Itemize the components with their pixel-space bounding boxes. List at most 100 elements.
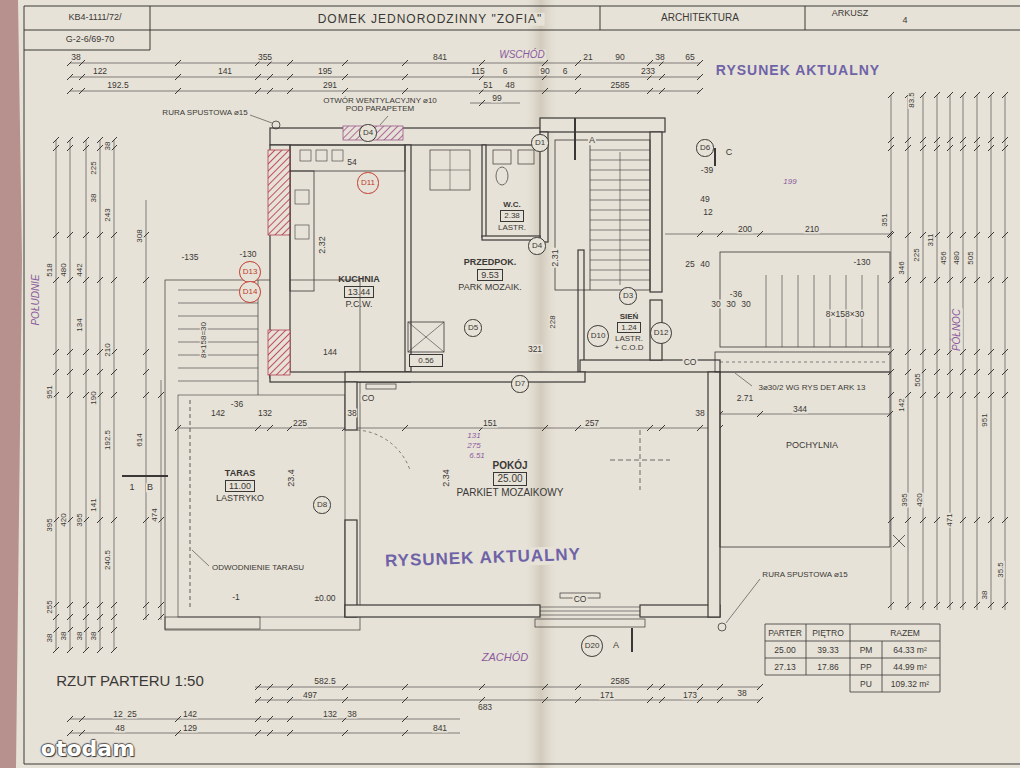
dimension-tick <box>974 517 980 523</box>
wc-cistern <box>493 150 511 164</box>
wc-bowl <box>496 167 508 185</box>
table-rule <box>765 675 940 676</box>
dimension-label: -135 <box>180 253 199 262</box>
dimension-tick <box>974 369 980 375</box>
room-name: TARAS <box>225 468 255 478</box>
dimension-tick <box>255 74 261 80</box>
handwritten-note: POŁUDNIE <box>31 273 42 326</box>
dimension-label: 480 <box>953 250 961 265</box>
section-mark <box>631 628 633 652</box>
dimension-tick <box>888 277 894 283</box>
dimension-tick <box>988 369 994 375</box>
dimension-tick <box>697 74 703 80</box>
drafting-line <box>408 322 444 352</box>
dimension-line <box>178 428 720 429</box>
dimension-label: 190 <box>90 390 98 405</box>
dimension-tick <box>402 697 408 703</box>
dimension-tick <box>542 88 548 94</box>
stair-step <box>766 275 767 347</box>
dimension-tick <box>255 697 261 703</box>
dimension-label: 195 <box>317 67 333 76</box>
dimension-tick <box>960 137 966 143</box>
dimension-tick <box>67 232 73 238</box>
leader-line <box>192 550 209 566</box>
dimension-tick <box>97 349 103 355</box>
dimension-tick <box>1002 392 1008 398</box>
kitchen-fixture <box>295 225 309 239</box>
dimension-label: 38 <box>346 710 357 719</box>
dimension-tick <box>575 60 581 66</box>
dimension-label: PM <box>859 646 874 655</box>
dimension-tick <box>659 425 665 431</box>
dimension-tick <box>175 730 181 736</box>
dimension-tick <box>988 517 994 523</box>
dimension-tick <box>905 602 911 608</box>
dimension-tick <box>287 88 293 94</box>
dimension-tick <box>267 684 273 690</box>
dimension-label: 38 <box>104 141 112 152</box>
dimension-tick <box>697 60 703 66</box>
dimension-label: 480 <box>60 262 68 277</box>
dimension-label: 255 <box>46 599 54 614</box>
dimension-label: 456 <box>940 250 948 265</box>
wall <box>650 132 662 292</box>
downpipe <box>272 121 280 129</box>
dimension-tick <box>83 647 89 653</box>
dimension-tick <box>947 137 953 143</box>
handwritten-note: 6.51 <box>468 452 486 460</box>
dimension-tick <box>947 392 953 398</box>
dimension-label: 351 <box>881 212 889 227</box>
room-data: 25.00 <box>493 472 526 486</box>
dimension-label: -1 <box>231 593 241 602</box>
dimension-tick <box>97 614 103 620</box>
dimension-tick <box>67 392 73 398</box>
dimension-label: 109.32 m² <box>890 680 930 689</box>
room-name: W.C. <box>503 200 520 209</box>
dimension-label: 243 <box>104 207 112 222</box>
dimension-tick <box>988 145 994 151</box>
dimension-label: 395 <box>76 512 84 527</box>
dimension-tick <box>402 425 408 431</box>
dimension-tick <box>67 74 73 80</box>
dimension-tick <box>888 517 894 523</box>
dimension-tick <box>267 716 273 722</box>
dimension-line <box>255 700 760 701</box>
dimension-label: 142 <box>898 397 906 412</box>
dimension-label: 122 <box>92 67 108 76</box>
terrace-outline <box>165 280 360 630</box>
dimension-tick <box>111 614 117 620</box>
dimension-tick <box>905 349 911 355</box>
dimension-label: 134 <box>76 317 84 332</box>
dimension-label: PP <box>859 663 872 672</box>
door-number: D13 <box>243 267 258 276</box>
dimension-label: 141 <box>90 497 98 512</box>
window <box>540 607 640 608</box>
stair-step <box>878 275 879 347</box>
stair-arrow <box>620 152 621 285</box>
dimension-tick <box>647 60 653 66</box>
table-rule <box>850 692 940 693</box>
door-callout: D1 <box>531 134 548 151</box>
dimension-label: PIĘTRO <box>811 629 845 638</box>
dimension-tick <box>97 137 103 143</box>
room-data: PARK MOZAIK. <box>458 282 521 292</box>
dimension-tick <box>287 697 293 703</box>
room-data: + C.O.D <box>614 343 643 352</box>
dimension-tick <box>960 277 966 283</box>
dimension-tick <box>67 88 73 94</box>
hatched-wall <box>268 150 290 235</box>
room-name: KUCHNIA <box>338 274 380 284</box>
stair-step <box>798 275 799 347</box>
dimension-tick <box>479 100 485 106</box>
dimension-tick <box>479 684 485 690</box>
dimension-line <box>70 63 700 64</box>
dimension-label: 344 <box>792 405 808 414</box>
room-label: KUCHNIA13.44P.C.W. <box>317 262 401 322</box>
dimension-tick <box>175 88 181 94</box>
dimension-label: 38 <box>346 409 357 418</box>
dimension-tick <box>905 369 911 375</box>
dimension-tick <box>988 602 994 608</box>
dimension-tick <box>988 92 994 98</box>
handwritten-note: WSCHÓD <box>498 50 546 61</box>
dimension-label: 38 <box>90 193 98 204</box>
